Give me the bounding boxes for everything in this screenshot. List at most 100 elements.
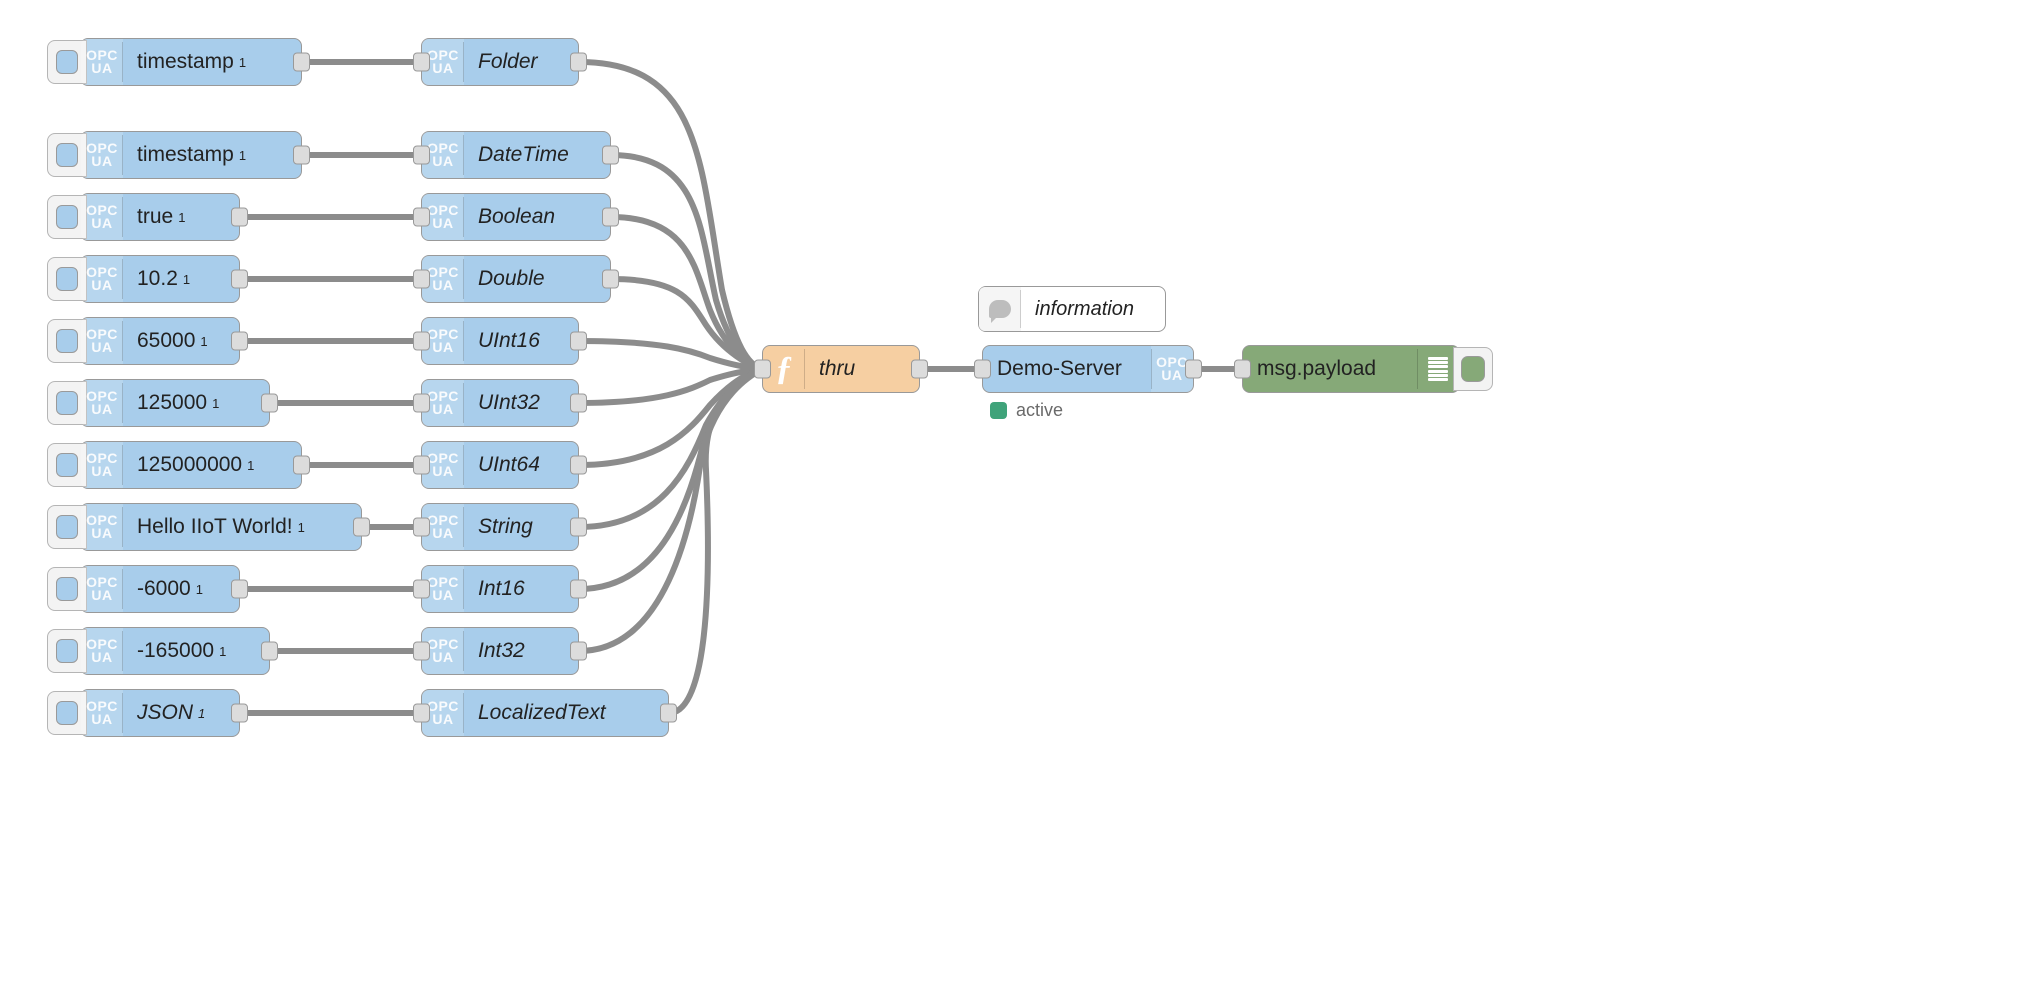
inject-trigger-button[interactable] [47, 381, 87, 425]
output-port[interactable] [231, 331, 248, 351]
input-port[interactable] [413, 269, 430, 289]
debug-toggle-button[interactable] [1453, 347, 1493, 391]
output-port[interactable] [602, 145, 619, 165]
opcua-type-node-label: String [478, 515, 533, 538]
inject-trigger-button[interactable] [47, 567, 87, 611]
inject-trigger-button[interactable] [47, 505, 87, 549]
output-port[interactable] [570, 331, 587, 351]
inject-trigger-button[interactable] [47, 195, 87, 239]
server-node-label: Demo-Server [997, 357, 1122, 380]
input-port[interactable] [413, 331, 430, 351]
inject-trigger-button[interactable] [47, 691, 87, 735]
input-port[interactable] [413, 517, 430, 537]
debug-node-label: msg.payload [1257, 357, 1377, 380]
function-f-icon: ƒ [763, 346, 805, 392]
function-node-thru[interactable]: ƒ thru [754, 345, 928, 393]
output-port[interactable] [570, 393, 587, 413]
input-port[interactable] [974, 359, 991, 379]
input-port[interactable] [413, 641, 430, 661]
input-port[interactable] [413, 703, 430, 723]
output-port[interactable] [293, 455, 310, 475]
inject-trigger-button[interactable] [47, 133, 87, 177]
inject-trigger-button[interactable] [47, 629, 87, 673]
output-port[interactable] [570, 455, 587, 475]
input-port[interactable] [413, 393, 430, 413]
output-port[interactable] [353, 517, 370, 537]
input-port[interactable] [413, 52, 430, 72]
output-port[interactable] [660, 703, 677, 723]
output-port[interactable] [570, 641, 587, 661]
inject-trigger-button[interactable] [47, 40, 87, 84]
output-port[interactable] [570, 517, 587, 537]
inject-button-glyph [56, 639, 78, 663]
output-port[interactable] [261, 641, 278, 661]
input-port[interactable] [1234, 359, 1251, 379]
opcua-type-node-label: Boolean [478, 205, 556, 228]
inject-button-glyph [56, 329, 78, 353]
inject-trigger-button[interactable] [47, 319, 87, 363]
output-port[interactable] [231, 703, 248, 723]
output-port[interactable] [261, 393, 278, 413]
comment-node-information[interactable]: information [978, 286, 1166, 332]
opcua-type-node-label: LocalizedText [478, 701, 606, 724]
input-port[interactable] [413, 455, 430, 475]
output-port[interactable] [570, 579, 587, 599]
output-port[interactable] [231, 207, 248, 227]
output-port[interactable] [602, 207, 619, 227]
output-port[interactable] [1185, 359, 1202, 379]
output-port[interactable] [231, 269, 248, 289]
input-port[interactable] [413, 207, 430, 227]
inject-trigger-button[interactable] [47, 443, 87, 487]
output-port[interactable] [231, 579, 248, 599]
inject-button-glyph [56, 515, 78, 539]
input-port[interactable] [413, 579, 430, 599]
output-port[interactable] [602, 269, 619, 289]
debug-node-msg-payload[interactable]: msg.payload [1234, 345, 1493, 393]
output-port[interactable] [293, 52, 310, 72]
opcua-type-node-label: Double [478, 267, 545, 290]
input-port[interactable] [413, 145, 430, 165]
output-port[interactable] [570, 52, 587, 72]
inject-button-glyph [56, 577, 78, 601]
inject-trigger-button[interactable] [47, 257, 87, 301]
output-port[interactable] [911, 359, 928, 379]
input-port[interactable] [754, 359, 771, 379]
status-badge [990, 402, 1007, 419]
status-label: active [1016, 400, 1064, 420]
output-port[interactable] [293, 145, 310, 165]
